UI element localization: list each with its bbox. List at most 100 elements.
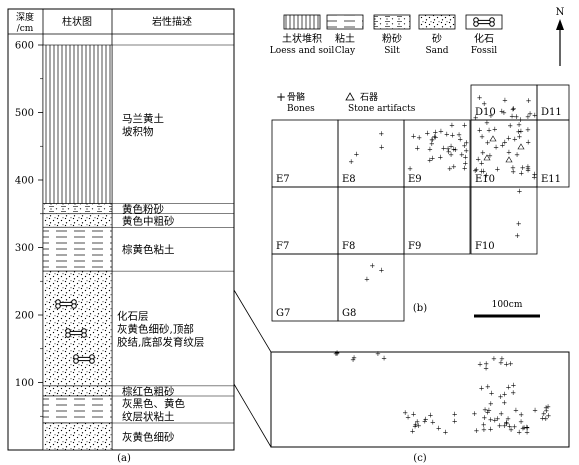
bone-find: + — [427, 146, 433, 154]
fossil-bone-icon — [473, 17, 495, 27]
bone-find: + — [451, 163, 457, 171]
section-bone-find: + — [430, 419, 436, 427]
bone-find: + — [499, 141, 505, 149]
grid-cell-label: F9 — [408, 241, 421, 252]
section-bone-find: + — [351, 354, 357, 362]
section-bone-find: + — [472, 410, 478, 418]
bone-find: + — [441, 144, 447, 152]
bone-find: + — [525, 126, 531, 134]
legend-swatch-sand — [418, 14, 456, 30]
grid-cell-label: F10 — [475, 241, 495, 252]
bone-find: + — [411, 133, 417, 141]
bone-find: + — [449, 122, 455, 130]
bones-cn: 骨骼 — [287, 91, 305, 103]
section-bone-find: + — [499, 355, 505, 363]
layer-desc: 灰黄色细砂,顶部 — [117, 323, 194, 336]
grid-cell-label: E11 — [541, 174, 561, 185]
layer-sand — [42, 385, 113, 397]
bone-find: + — [473, 166, 479, 174]
section-bone-find: + — [481, 426, 487, 434]
bone-find: + — [481, 100, 487, 108]
section-bone-find: + — [410, 428, 416, 436]
layer-desc: 黄色中粗砂 — [122, 215, 175, 228]
section-bone-find: + — [334, 349, 340, 357]
bone-find: + — [479, 168, 485, 176]
section-bone-find: + — [477, 361, 483, 369]
legend-label-cn: 粉砂 — [382, 32, 402, 45]
section-bone-find: + — [508, 360, 514, 368]
depth-tick-label: 400 — [15, 176, 34, 187]
bone-find: + — [429, 136, 435, 144]
stone-artifact-find — [489, 135, 497, 142]
layer-desc: 灰黄色细砂 — [122, 431, 175, 444]
section-bone-find: + — [503, 418, 509, 426]
bone-find: + — [378, 130, 384, 138]
bone-find: + — [517, 133, 523, 141]
bone-find: + — [510, 168, 516, 176]
bone-find: + — [463, 147, 469, 155]
grid-cell-label: E10 — [475, 174, 495, 185]
legend-label-cn: 化石 — [474, 32, 494, 45]
grid-cell-G8 — [337, 253, 405, 322]
section-bone-find: + — [516, 429, 522, 437]
legend-label-en: Silt — [384, 46, 400, 56]
stone-symbol-icon — [345, 92, 355, 101]
section-bone-find: + — [333, 350, 339, 358]
bone-find: + — [525, 167, 531, 175]
legend-label-en: Fossil — [471, 46, 497, 56]
grid-cell-label: F8 — [342, 241, 355, 252]
bone-find: + — [502, 97, 508, 105]
caption-b: (b) — [413, 303, 427, 314]
section-bone-find: + — [498, 393, 504, 401]
layer-desc: 纹层状粘土 — [122, 410, 175, 423]
section-bone-find: + — [489, 390, 495, 398]
fossil-symbols — [55, 299, 95, 364]
bone-find: + — [431, 133, 437, 141]
section-bone-find: + — [442, 428, 448, 436]
section-bone-find: + — [488, 425, 494, 433]
bone-find: + — [516, 187, 522, 195]
bone-find: + — [448, 142, 454, 150]
section-bone-find: + — [505, 415, 511, 423]
section-bone-find: + — [545, 403, 551, 411]
connector-bottom — [233, 383, 272, 448]
layer-desc: 黄色粉砂 — [122, 203, 164, 216]
bone-find: + — [499, 107, 505, 115]
bone-symbol-icon: + — [276, 90, 286, 104]
bone-find: + — [486, 126, 492, 134]
bone-find: + — [506, 148, 512, 156]
section-bone-find: + — [518, 411, 524, 419]
bone-find: + — [494, 166, 500, 174]
fossil-bone-icon — [73, 354, 95, 364]
bone-find: + — [509, 113, 515, 121]
section-bone-find: + — [510, 389, 516, 397]
layer-desc: 胶结,底部发育纹层 — [117, 336, 204, 349]
section-bone-find: + — [498, 410, 504, 418]
bone-find: + — [516, 121, 522, 129]
bone-find: + — [461, 142, 467, 150]
section-bone-find: + — [452, 411, 458, 419]
bone-find: + — [526, 97, 532, 105]
caption-a: (a) — [117, 453, 131, 464]
layer-clay — [42, 395, 113, 424]
grid-cell-label: G7 — [276, 308, 290, 319]
bone-find: + — [527, 110, 533, 118]
layer-desc: 坡积物 — [122, 125, 154, 138]
section-bone-find: + — [541, 410, 547, 418]
bone-find: + — [451, 146, 457, 154]
section-bone-find: + — [427, 411, 433, 419]
section-bone-find: + — [413, 421, 419, 429]
header-depth-unit: /cm — [17, 24, 34, 34]
bone-find: + — [477, 127, 483, 135]
section-bone-find: + — [483, 360, 489, 368]
bone-find: + — [462, 122, 468, 130]
bone-find: + — [448, 151, 454, 159]
stone-cn: 石器 — [360, 92, 378, 103]
fossil-bone-icon — [55, 299, 77, 309]
bone-find: + — [525, 139, 531, 147]
bone-find: + — [502, 139, 508, 147]
bone-find: + — [462, 153, 468, 161]
fossil-bone-icon — [65, 328, 87, 338]
section-bone-find: + — [412, 422, 418, 430]
